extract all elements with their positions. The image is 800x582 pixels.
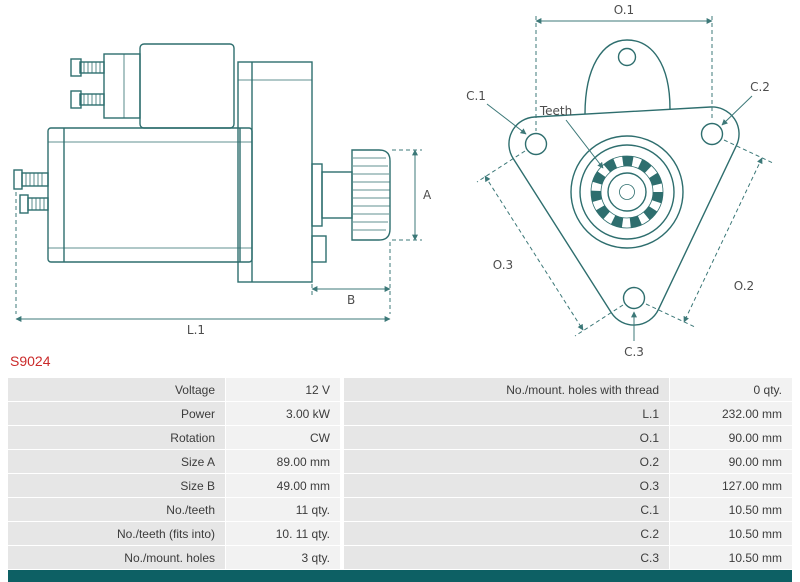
pinion-gear [351,149,391,241]
spec-label: Size A [8,450,225,473]
spec-label: No./teeth (fits into) [8,522,225,545]
pilot-circle-outer [570,135,684,249]
spec-value: 10.50 mm [670,498,792,521]
dim-label-o1: O.1 [614,3,634,17]
dimension-o3: O.3 [476,150,624,337]
starter-end-view: O.1 O.3 O.2 C.1 [466,3,774,359]
motor-body [47,127,253,263]
starter-side-view: A B L.1 [13,43,432,337]
spec-value: 11 qty. [226,498,340,521]
spec-value: 0 qty. [670,378,792,401]
spec-value: 3 qty. [226,546,340,569]
dome-hole [617,47,637,67]
spec-label: Rotation [8,426,225,449]
solenoid [139,43,235,129]
spec-value: CW [226,426,340,449]
solenoid-terminal-bolts [70,58,105,109]
section-header-bar [8,570,792,582]
spec-value: 90.00 mm [670,426,792,449]
mounting-flange [508,106,740,326]
technical-drawings: A B L.1 [13,3,774,359]
part-number: S9024 [10,353,51,369]
spec-label: O.3 [344,474,669,497]
solenoid-cap [103,53,141,119]
leader-teeth: Teeth [539,104,604,169]
shaft [321,171,353,219]
drive-housing [237,61,313,283]
spec-value: 3.00 kW [226,402,340,425]
shaft-bore [607,172,647,212]
spec-value: 10. 11 qty. [226,522,340,545]
spec-value: 89.00 mm [226,450,340,473]
pinion-teeth [353,157,390,231]
spec-label: O.1 [344,426,669,449]
spec-label: Voltage [8,378,225,401]
mounting-hole-c3 [622,286,646,310]
mounting-hole-c2 [700,122,724,146]
solenoid-dome [584,39,671,115]
dim-label-c2: C.2 [750,80,770,94]
dim-label-teeth: Teeth [539,104,572,118]
leader-c1: C.1 [466,89,527,135]
field-terminal-studs [13,169,49,214]
spec-value: 232.00 mm [670,402,792,425]
dim-label-b: B [347,293,355,307]
dim-label-c3: C.3 [624,345,644,359]
dim-label-c1: C.1 [466,89,486,103]
spec-label: Size B [8,474,225,497]
dimension-o1: O.1 [535,3,713,131]
dim-label-o2: O.2 [734,279,754,293]
spec-value: 10.50 mm [670,522,792,545]
mounting-hole-c1 [524,132,548,156]
dim-label-o3: O.3 [493,258,513,272]
dimension-o2: O.2 [645,139,774,328]
spec-label: L.1 [344,402,669,425]
dim-label-l1: L.1 [187,323,205,337]
spline-teeth-ring [591,156,663,228]
shaft-collar [311,163,323,227]
spec-label: No./mount. holes with thread [344,378,669,401]
spec-label: C.3 [344,546,669,569]
spec-label: C.1 [344,498,669,521]
spec-value: 10.50 mm [670,546,792,569]
spec-label: C.2 [344,522,669,545]
leader-c2: C.2 [721,80,770,126]
dimension-a: A [392,149,432,241]
dim-label-a: A [423,188,432,202]
dimension-l1: L.1 [15,192,391,337]
spec-label: No./mount. holes [8,546,225,569]
spec-label: Power [8,402,225,425]
spec-label: O.2 [344,450,669,473]
spec-value: 127.00 mm [670,474,792,497]
spec-value: 12 V [226,378,340,401]
spec-value: 90.00 mm [670,450,792,473]
leader-c3: C.3 [624,311,644,359]
spec-value: 49.00 mm [226,474,340,497]
spec-label: No./teeth [8,498,225,521]
dimension-b: B [311,242,391,307]
